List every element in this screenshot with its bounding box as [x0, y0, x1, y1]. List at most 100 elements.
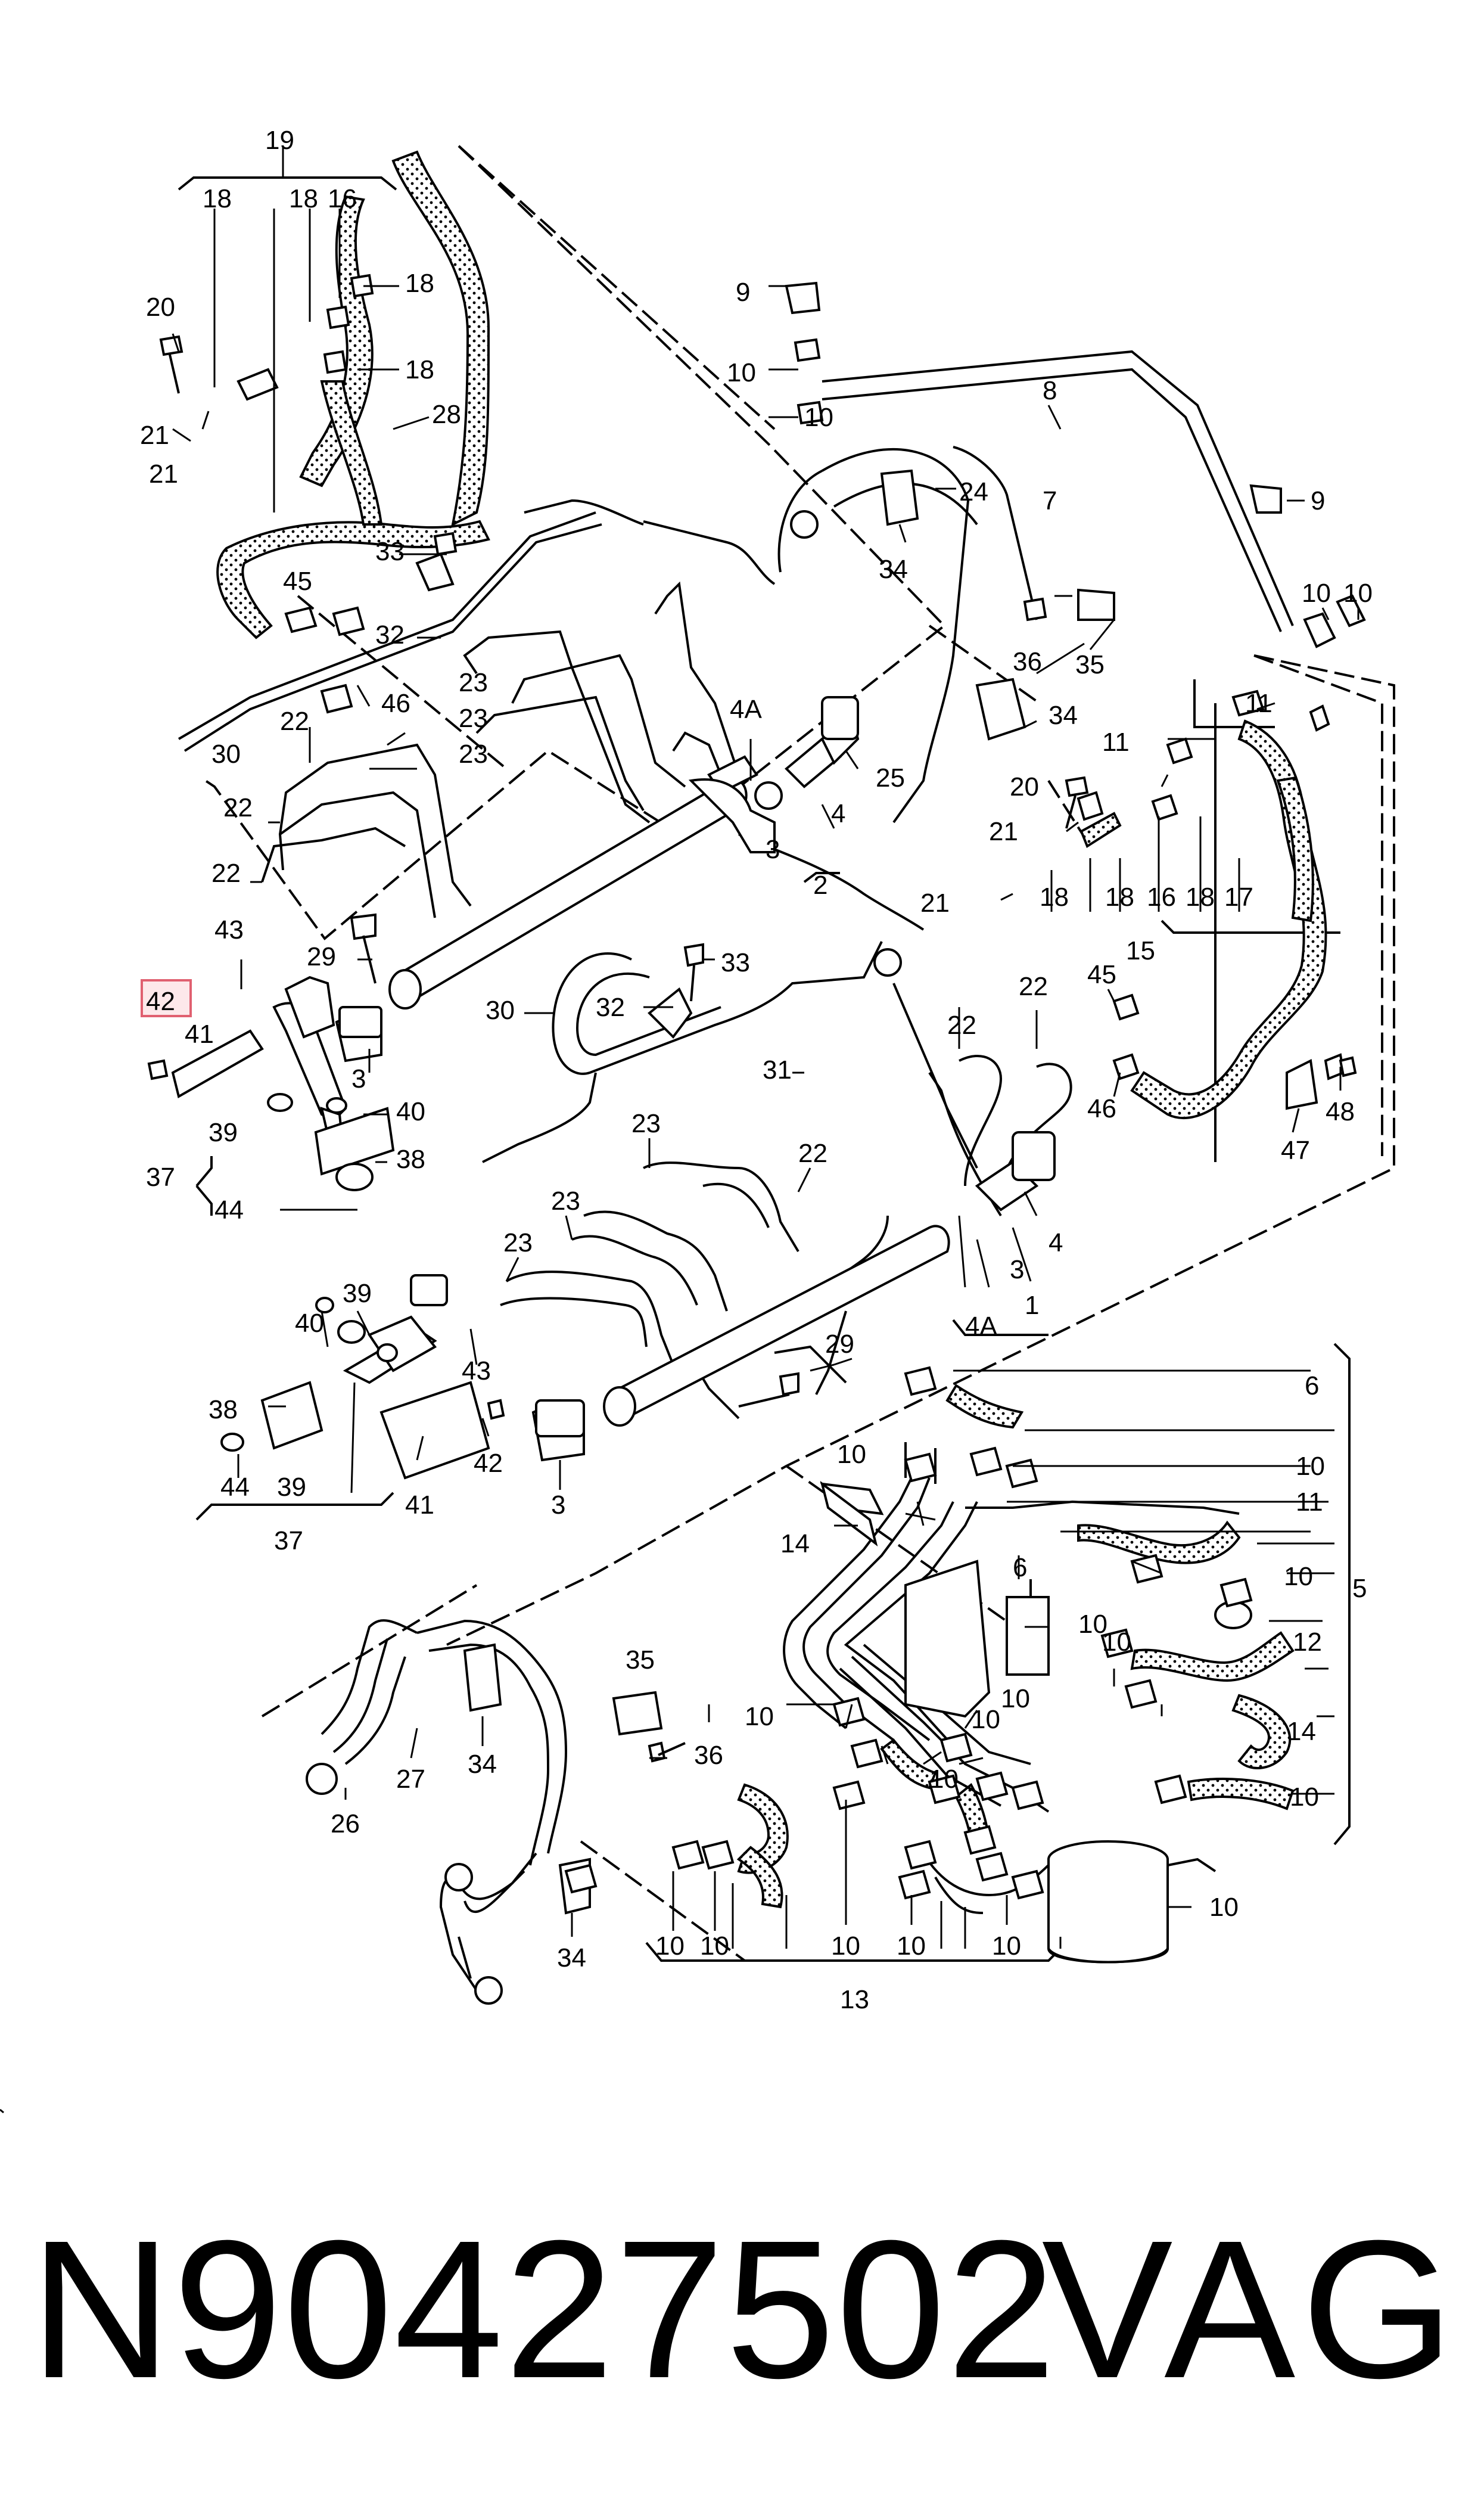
callout-label: 37 [274, 1526, 303, 1555]
callout-label: 44 [214, 1195, 244, 1225]
callout-label: 18 [203, 184, 232, 213]
callout-label: 45 [1087, 960, 1116, 989]
callout-label: 30 [486, 996, 515, 1025]
callout-label: 10 [837, 1440, 866, 1469]
callout-label: 21 [149, 459, 178, 489]
callout-label: 40 [295, 1309, 324, 1338]
callout-label: 10 [655, 1931, 685, 1961]
parts-diagram: 19 18 18 16 18 18 20 21 21 28 33 45 32 4… [0, 126, 1395, 2114]
callout-label: 36 [694, 1741, 723, 1770]
callout-label: 3 [766, 835, 780, 864]
callout-label: 10 [929, 1765, 959, 1794]
callout-label: 23 [459, 704, 488, 733]
callout-label: 33 [721, 948, 750, 977]
callout-label: 10 [1001, 1684, 1030, 1713]
callout-label: 21 [920, 889, 950, 918]
callout-label: 46 [381, 689, 410, 718]
callout-label: 18 [405, 269, 434, 298]
callout-label: 41 [185, 1020, 214, 1049]
brand-name: VAG [1041, 2199, 1460, 2419]
callout-label: 34 [468, 1750, 497, 1779]
callout-label: 4A [965, 1312, 997, 1341]
callout-label: 45 [283, 567, 312, 596]
callout-label: 34 [879, 555, 908, 584]
callout-label: 35 [1075, 650, 1105, 679]
part-number: N90427502 [30, 2199, 1057, 2419]
callout-label: 19 [265, 126, 294, 155]
callout-label: 22 [223, 793, 253, 822]
callout-label: 10 [971, 1705, 1000, 1734]
callout-label: 20 [1010, 772, 1039, 802]
callout-label: 10 [1102, 1627, 1131, 1657]
callout-label: 17 [1224, 883, 1253, 912]
callout-label: 34 [557, 1943, 586, 1973]
callout-label: 47 [1281, 1136, 1310, 1165]
callout-label: 39 [277, 1473, 306, 1502]
callout-label: 21 [140, 421, 169, 450]
callout-label: 12 [1293, 1627, 1322, 1657]
callout-label: 24 [959, 477, 988, 507]
callout-label: 27 [396, 1765, 425, 1794]
callout-label: 29 [307, 942, 336, 971]
callout-label: 39 [209, 1118, 238, 1147]
callout-label: 32 [596, 993, 625, 1022]
callout-label: 44 [220, 1473, 250, 1502]
callout-label: 31 [763, 1055, 792, 1085]
callout-label: 16 [328, 184, 357, 213]
callout-label: 3 [551, 1490, 565, 1520]
callout-label: 11 [1102, 728, 1130, 757]
callout-label: 33 [375, 537, 405, 566]
callout-label: 29 [825, 1330, 854, 1359]
callout-label: 39 [343, 1279, 372, 1308]
callout-label: 36 [1013, 647, 1042, 676]
callout-labels: 19 18 18 16 18 18 20 21 21 28 33 45 32 4… [140, 126, 1373, 2014]
callout-label: 42 [474, 1449, 503, 1478]
callout-label: 38 [209, 1395, 238, 1424]
callout-label: 15 [1126, 936, 1155, 965]
edge-mark [0, 2108, 4, 2114]
callout-42-highlight [141, 979, 192, 1017]
callout-label: 9 [736, 278, 750, 307]
callout-label: 42 [146, 987, 175, 1016]
callout-label: 21 [989, 817, 1018, 846]
callout-label: 26 [331, 1809, 360, 1838]
callout-label: 23 [631, 1109, 661, 1138]
callout-label: 37 [146, 1163, 175, 1192]
callout-label: 22 [1019, 972, 1048, 1001]
callout-label: 9 [1311, 486, 1325, 515]
callout-label: 22 [211, 859, 241, 888]
callout-label: 48 [1326, 1097, 1355, 1126]
callout-label: 13 [840, 1985, 869, 2014]
callout-label: 16 [1147, 883, 1176, 912]
callout-label: 46 [1087, 1094, 1116, 1123]
leader-lines [172, 146, 1359, 1949]
callout-label: 38 [396, 1145, 425, 1174]
callout-label: 4 [831, 799, 845, 828]
callout-label: 14 [1287, 1717, 1316, 1746]
callout-label: 14 [780, 1529, 810, 1558]
callout-label: 7 [1043, 486, 1057, 515]
callout-label: 23 [551, 1186, 580, 1216]
callout-label: 23 [503, 1228, 533, 1257]
callout-label: 10 [831, 1931, 860, 1961]
callout-label: 35 [626, 1645, 655, 1675]
callout-label: 2 [813, 871, 827, 900]
callout-label: 43 [214, 915, 244, 945]
callout-label: 23 [459, 740, 488, 769]
callout-label: 10 [1296, 1452, 1325, 1481]
callout-label: 10 [1284, 1562, 1313, 1591]
callout-label: 10 [897, 1931, 926, 1961]
callout-label: 3 [1010, 1255, 1024, 1284]
callout-label: 10 [1078, 1610, 1107, 1639]
components [147, 274, 1366, 2005]
callout-label: 10 [1290, 1782, 1319, 1812]
callout-label: 3 [351, 1064, 366, 1094]
callout-label: 22 [280, 707, 309, 736]
callout-label: 8 [1043, 376, 1057, 405]
callout-label: 43 [462, 1356, 491, 1386]
callout-label: 34 [1049, 701, 1078, 730]
callout-label: 40 [396, 1097, 425, 1126]
callout-label: 32 [375, 620, 405, 650]
callout-label: 10 [700, 1931, 729, 1961]
footer: N90427502 VAG [0, 2157, 1484, 2491]
